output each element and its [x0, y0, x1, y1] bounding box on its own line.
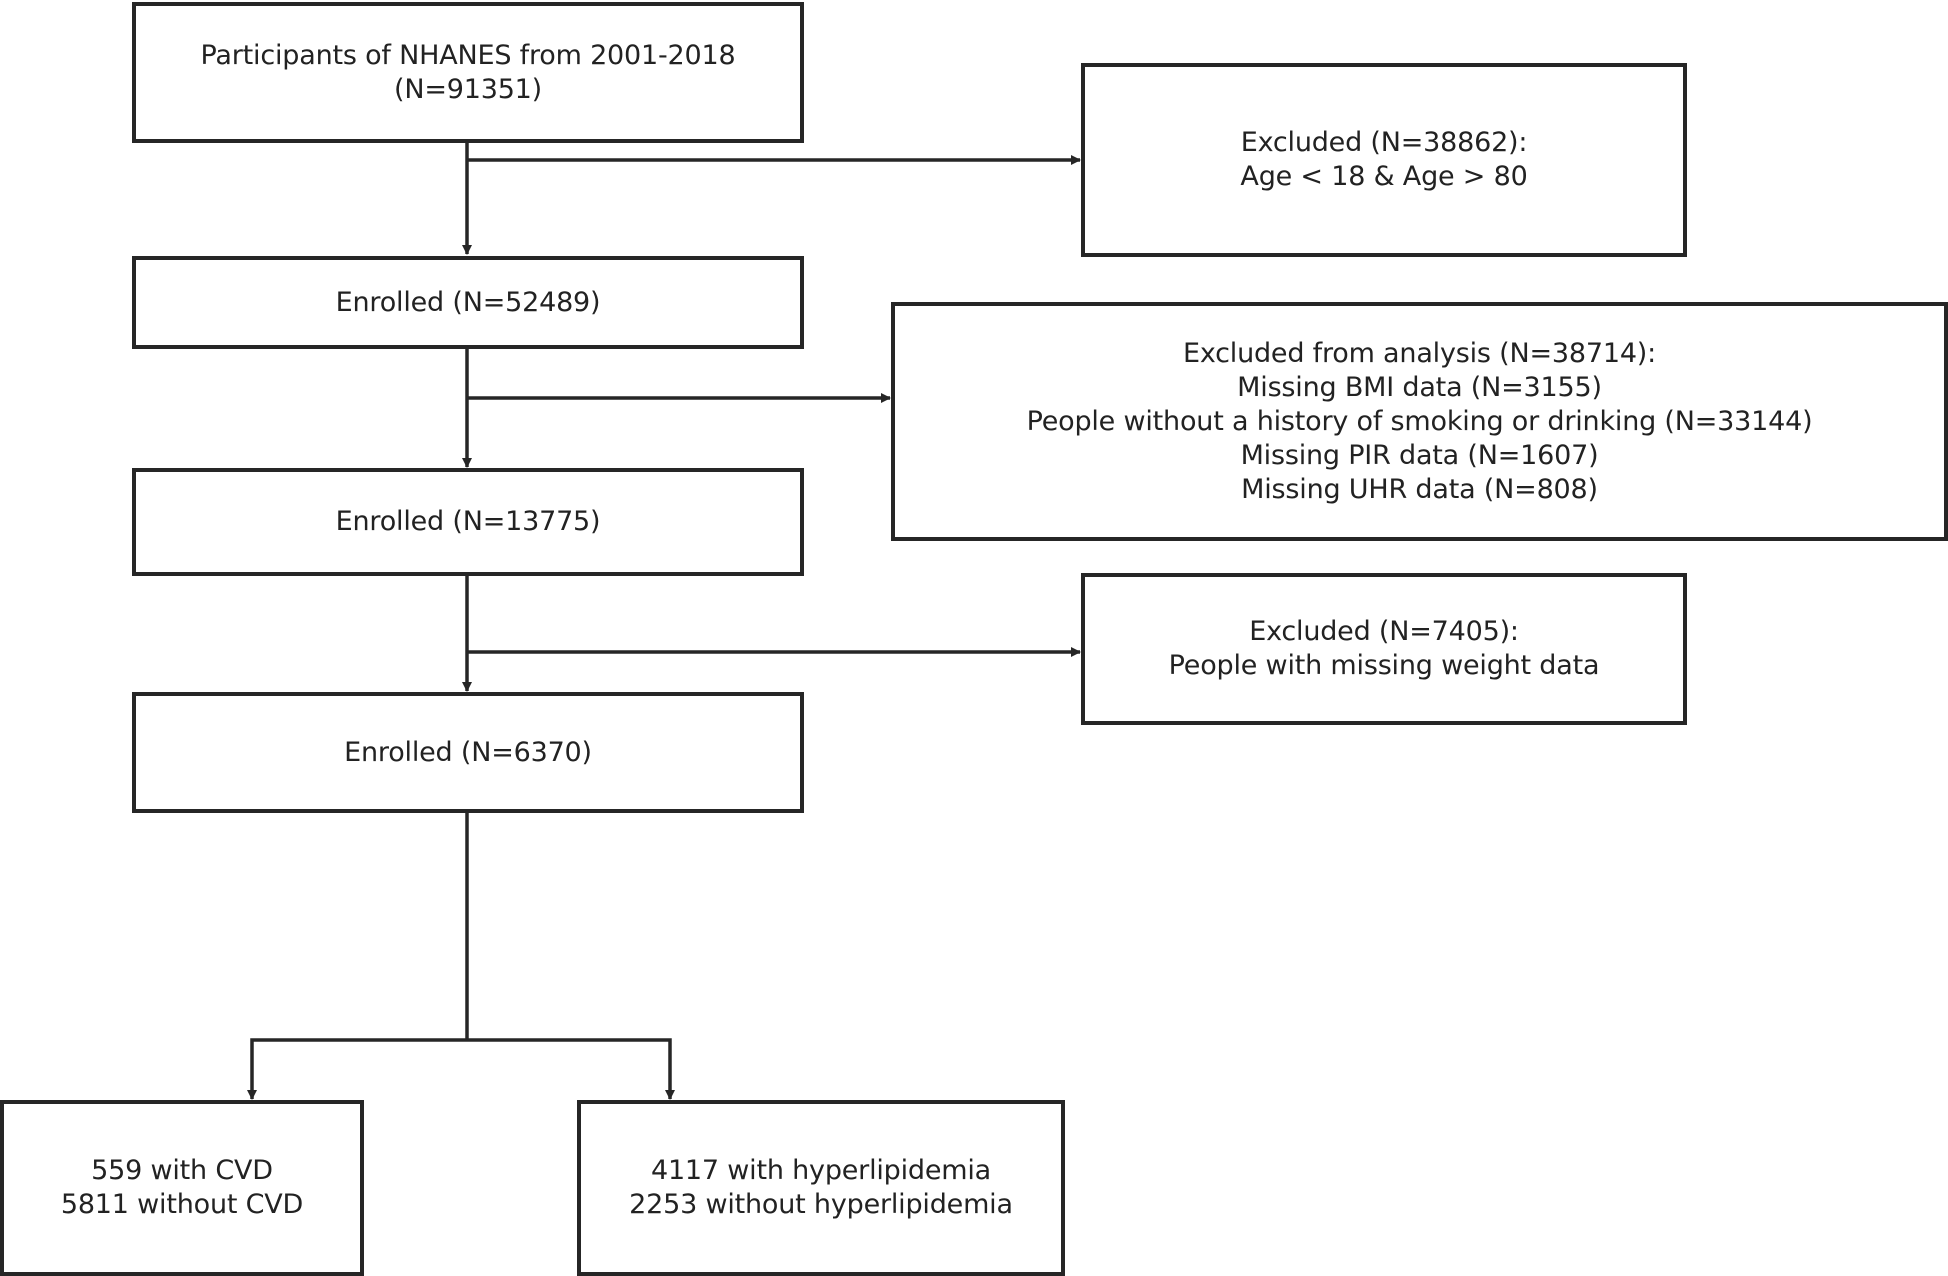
- excluded-weight-box: Excluded (N=7405): People with missing w…: [1081, 573, 1687, 725]
- participants-line-1: Participants of NHANES from 2001-2018: [200, 39, 736, 71]
- enrolled-1-box: Enrolled (N=52489): [132, 256, 804, 349]
- enrolled-1-label: Enrolled (N=52489): [335, 286, 601, 318]
- hyperlipidemia-line-2: 2253 without hyperlipidemia: [629, 1189, 1013, 1220]
- enrolled-3-box: Enrolled (N=6370): [132, 692, 804, 813]
- cvd-box: 559 with CVD 5811 without CVD: [0, 1100, 364, 1276]
- excluded-analysis-line-5: Missing UHR data (N=808): [1241, 473, 1598, 505]
- cvd-line-2: 5811 without CVD: [60, 1189, 304, 1220]
- excluded-analysis-line-3: People without a history of smoking or d…: [1026, 405, 1813, 437]
- enrolled-2-box: Enrolled (N=13775): [132, 468, 804, 576]
- excluded-age-line-1: Excluded (N=38862):: [1240, 127, 1528, 158]
- participants-box: Participants of NHANES from 2001-2018 (N…: [132, 2, 804, 143]
- excluded-weight-line-1: Excluded (N=7405):: [1249, 616, 1519, 647]
- hyperlipidemia-box: 4117 with hyperlipidemia 2253 without hy…: [577, 1100, 1065, 1276]
- participants-line-2: (N=91351): [394, 73, 542, 105]
- excluded-analysis-line-1: Excluded from analysis (N=38714):: [1182, 337, 1657, 369]
- excluded-analysis-line-4: Missing PIR data (N=1607): [1240, 439, 1599, 471]
- excluded-analysis-box: Excluded from analysis (N=38714): Missin…: [891, 302, 1948, 541]
- excluded-age-box: Excluded (N=38862): Age < 18 & Age > 80: [1081, 63, 1687, 257]
- excluded-weight-line-2: People with missing weight data: [1168, 650, 1600, 681]
- cvd-line-1: 559 with CVD: [91, 1155, 273, 1186]
- hyperlipidemia-line-1: 4117 with hyperlipidemia: [650, 1155, 992, 1186]
- enrolled-3-label: Enrolled (N=6370): [344, 736, 592, 768]
- enrolled-2-label: Enrolled (N=13775): [335, 506, 601, 537]
- excluded-analysis-line-2: Missing BMI data (N=3155): [1237, 371, 1602, 403]
- arrow-to-cvd: [247, 1038, 467, 1100]
- arrow-to-hyperlipidemia: [467, 1038, 675, 1100]
- excluded-age-line-2: Age < 18 & Age > 80: [1240, 161, 1528, 192]
